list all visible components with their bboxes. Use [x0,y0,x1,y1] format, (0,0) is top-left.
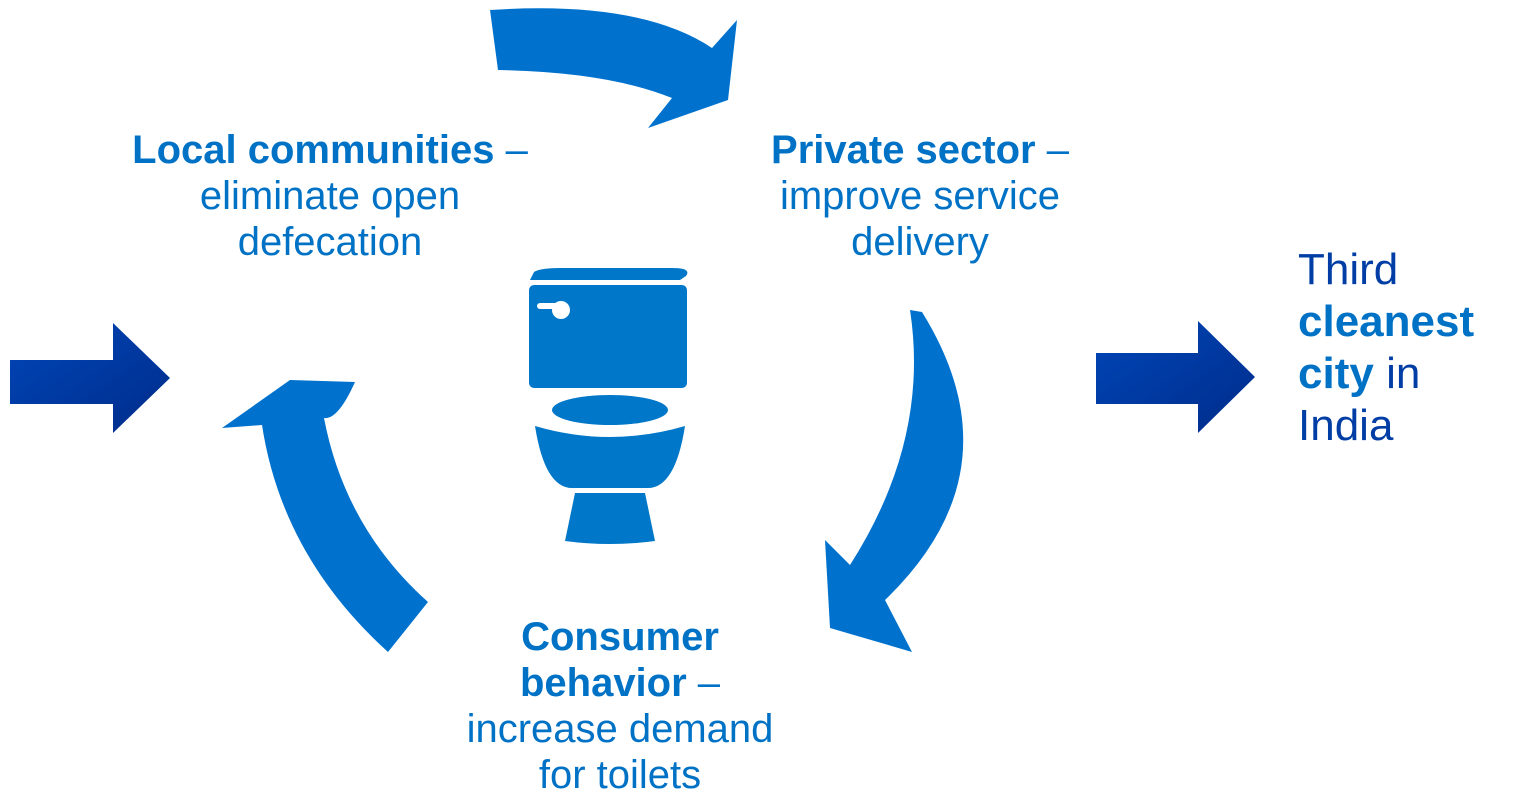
local-communities-label: Local communities – eliminate open defec… [60,127,600,265]
local-communities-dash: – [505,128,528,172]
local-communities-line2: defecation [237,220,423,264]
consumer-behavior-line1: increase demand [466,707,774,751]
private-sector-heading: Private sector [771,128,1036,172]
consumer-behavior-dash: – [697,661,721,705]
consumer-behavior-label: Consumer behavior – increase demand for … [420,614,820,798]
curved-arrow-top-icon [490,8,737,128]
local-communities-line1: eliminate open [199,174,461,218]
consumer-behavior-heading-line2: behavior [519,661,687,705]
outcome-word-third: Third [1298,245,1399,294]
local-communities-heading: Local communities [132,128,495,172]
outcome-text: Third cleanest city in India [1298,244,1530,452]
toilet-icon [529,268,688,544]
outcome-word-in: in [1386,349,1421,398]
outcome-word-cleanest: cleanest [1298,297,1475,346]
private-sector-line2: delivery [851,220,989,264]
outcome-word-india: India [1298,401,1394,450]
outcome-word-city: city [1298,349,1374,398]
consumer-behavior-line2: for toilets [538,753,702,797]
consumer-behavior-heading-line1: Consumer [521,615,719,659]
private-sector-line1: improve service [779,174,1061,218]
private-sector-label: Private sector – improve service deliver… [690,127,1150,265]
curved-arrow-left-icon [222,380,428,652]
curved-arrow-right-icon [825,310,964,652]
private-sector-dash: – [1046,128,1069,172]
input-arrow-icon [10,323,170,433]
output-arrow-icon [1096,321,1255,433]
